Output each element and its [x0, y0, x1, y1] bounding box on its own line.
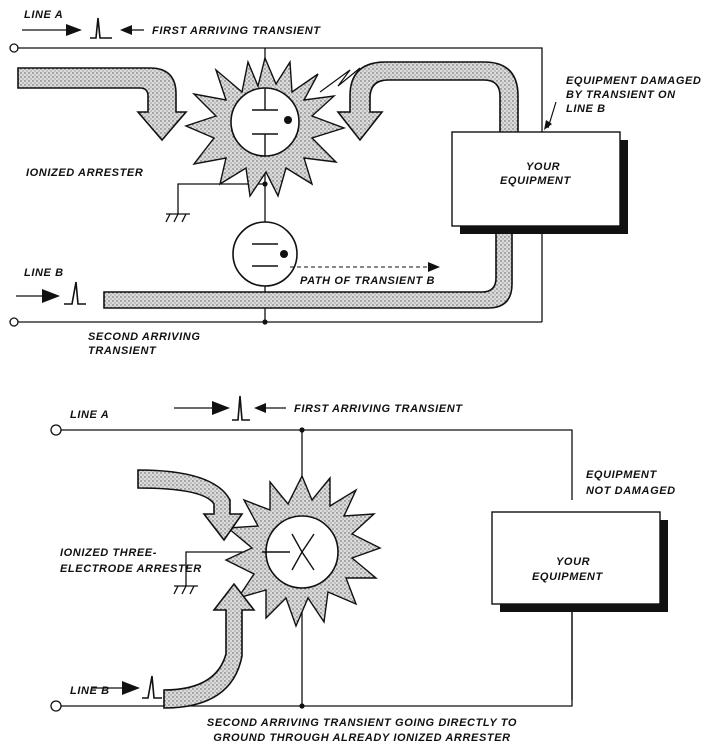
ionized-three-electrode-label-2: ELECTRODE ARRESTER [60, 563, 202, 575]
your-equipment-label-1: YOUR [526, 161, 560, 173]
ground-icon [173, 585, 198, 595]
line-a-label: LINE A [70, 409, 109, 421]
line-b-label: LINE B [70, 685, 110, 697]
line-a-terminal [9, 43, 19, 53]
pointer-arrowhead [544, 120, 552, 130]
equipment-damaged-label-2: BY TRANSIENT ON [566, 89, 676, 101]
second-transient-marker [92, 675, 162, 699]
line-a-label: LINE A [24, 9, 63, 21]
equipment-box [451, 131, 621, 227]
equipment-not-damaged-label-1: EQUIPMENT [586, 469, 657, 481]
bottom-diagram: LINE A FIRST ARRIVING TRANSIENT EQUIPMEN… [50, 395, 676, 744]
ground-wire [185, 551, 262, 586]
second-transient-label-2: TRANSIENT [88, 345, 157, 357]
transient-flow-arrow-left [17, 67, 188, 142]
ionized-three-electrode-label-1: IONIZED THREE- [60, 547, 157, 559]
your-equipment-label-2: EQUIPMENT [500, 175, 571, 187]
caption-line-2: GROUND THROUGH ALREADY IONIZED ARRESTER [213, 732, 510, 744]
lower-arrester-icon [232, 221, 298, 287]
second-transient-marker [16, 281, 86, 305]
path-b-arrowhead [428, 262, 440, 272]
equipment-damaged-label-1: EQUIPMENT DAMAGED [566, 75, 701, 87]
line-b-terminal [9, 317, 19, 327]
first-transient-label: FIRST ARRIVING TRANSIENT [152, 25, 321, 37]
top-diagram: LINE A FIRST ARRIVING TRANSIENT IONIZED … [9, 9, 701, 357]
ground-wire [177, 183, 265, 214]
line-b-label: LINE B [24, 267, 64, 279]
line-a-wire [61, 429, 573, 500]
equipment-box [491, 511, 661, 605]
line-a-terminal [50, 424, 62, 436]
ionized-arrester-label: IONIZED ARRESTER [26, 167, 143, 179]
line-a-wire [18, 47, 543, 132]
first-transient-label: FIRST ARRIVING TRANSIENT [294, 403, 463, 415]
path-transient-b-label: PATH OF TRANSIENT B [300, 275, 435, 287]
transient-b-arrow [163, 582, 256, 709]
your-equipment-label-1: YOUR [556, 556, 590, 568]
transient-flow-arrow-right [336, 61, 519, 142]
second-transient-label-1: SECOND ARRIVING [88, 331, 201, 343]
transient-a-arrow [137, 469, 244, 542]
upper-arrester-icon [230, 87, 300, 157]
first-transient-marker [22, 17, 144, 39]
first-transient-marker [174, 395, 286, 421]
junction-dot [299, 427, 305, 433]
line-b-terminal [50, 700, 62, 712]
junction-dot [299, 703, 305, 709]
caption-line-1: SECOND ARRIVING TRANSIENT GOING DIRECTLY… [207, 717, 517, 729]
junction-dot [262, 319, 268, 325]
equipment-not-damaged-label-2: NOT DAMAGED [586, 485, 676, 497]
equipment-damaged-label-3: LINE B [566, 103, 606, 115]
three-electrode-arrester-icon [262, 515, 339, 589]
ground-icon [165, 213, 190, 223]
spark-icon [319, 67, 361, 93]
your-equipment-label-2: EQUIPMENT [532, 571, 603, 583]
line-b-wire [61, 612, 573, 707]
